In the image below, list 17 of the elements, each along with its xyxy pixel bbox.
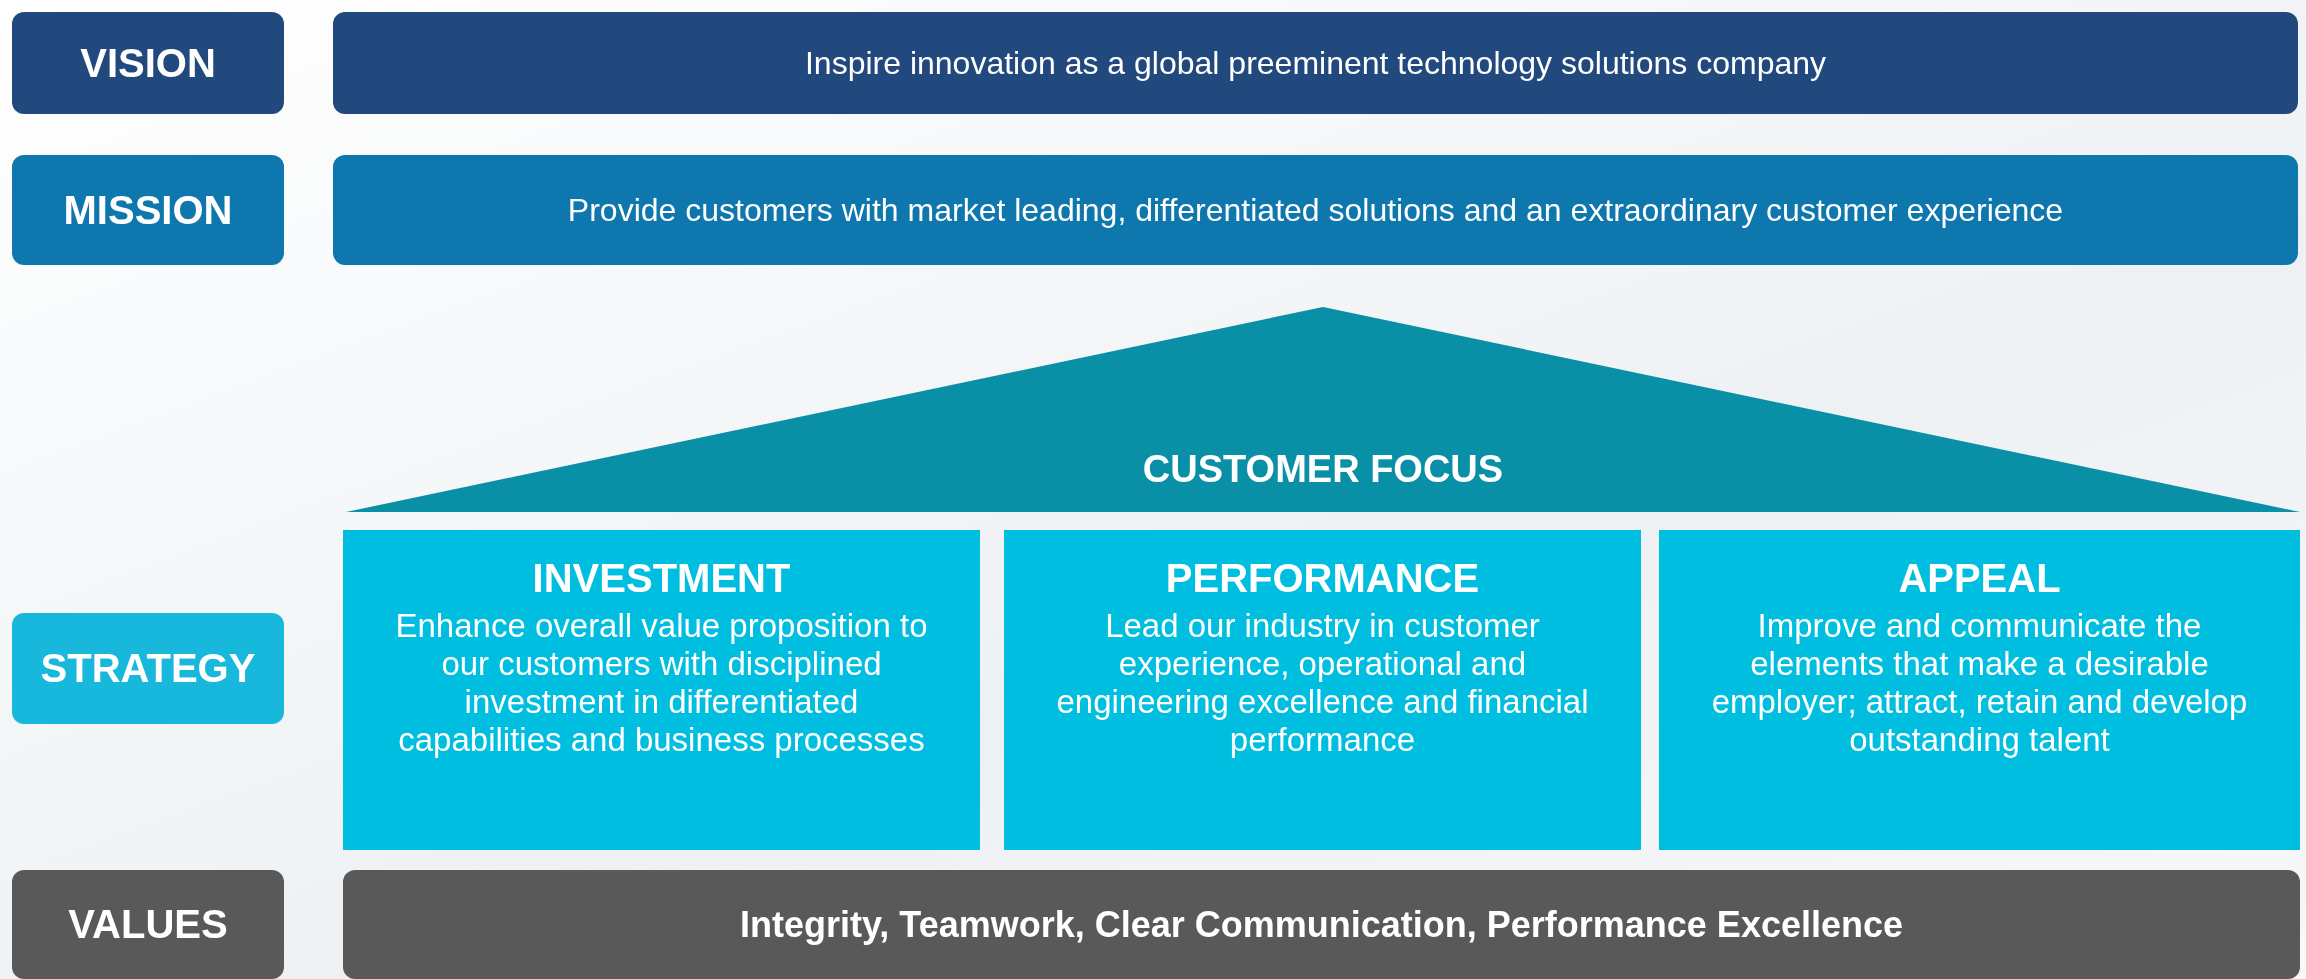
category-tag: VALUES bbox=[12, 870, 284, 979]
pillar-heading: PERFORMANCE bbox=[1165, 556, 1480, 601]
pillar-card bbox=[1659, 530, 2300, 850]
pillar-card bbox=[343, 530, 980, 850]
category-tag: STRATEGY bbox=[12, 613, 284, 724]
pillar-heading: INVESTMENT bbox=[532, 556, 791, 601]
statement-bar: Inspire innovation as a global preeminent technology solutions company bbox=[333, 12, 2298, 114]
pillar-description: Enhance overall value proposition to our customers with disciplined investment in differentiated capabilities and business processes bbox=[394, 607, 929, 759]
roof-heading: CUSTOMER FOCUS bbox=[1142, 448, 1504, 491]
pillar-card bbox=[1004, 530, 1641, 850]
pillar-description: Improve and communicate the elements that make a desirable employer; attract, retain and develop outstanding talent bbox=[1710, 607, 2249, 759]
pillar-heading: APPEAL bbox=[1898, 556, 2061, 601]
pillar-description: Lead our industry in customer experience, operational and engineering excellence and financial performance bbox=[1055, 607, 1590, 759]
category-tag: MISSION bbox=[12, 155, 284, 265]
category-tag: VISION bbox=[12, 12, 284, 114]
statement-bar: Provide customers with market leading, differentiated solutions and an extraordinary customer experience bbox=[333, 155, 2298, 265]
statement-bar: Integrity, Teamwork, Clear Communication, Performance Excellence bbox=[343, 870, 2300, 979]
